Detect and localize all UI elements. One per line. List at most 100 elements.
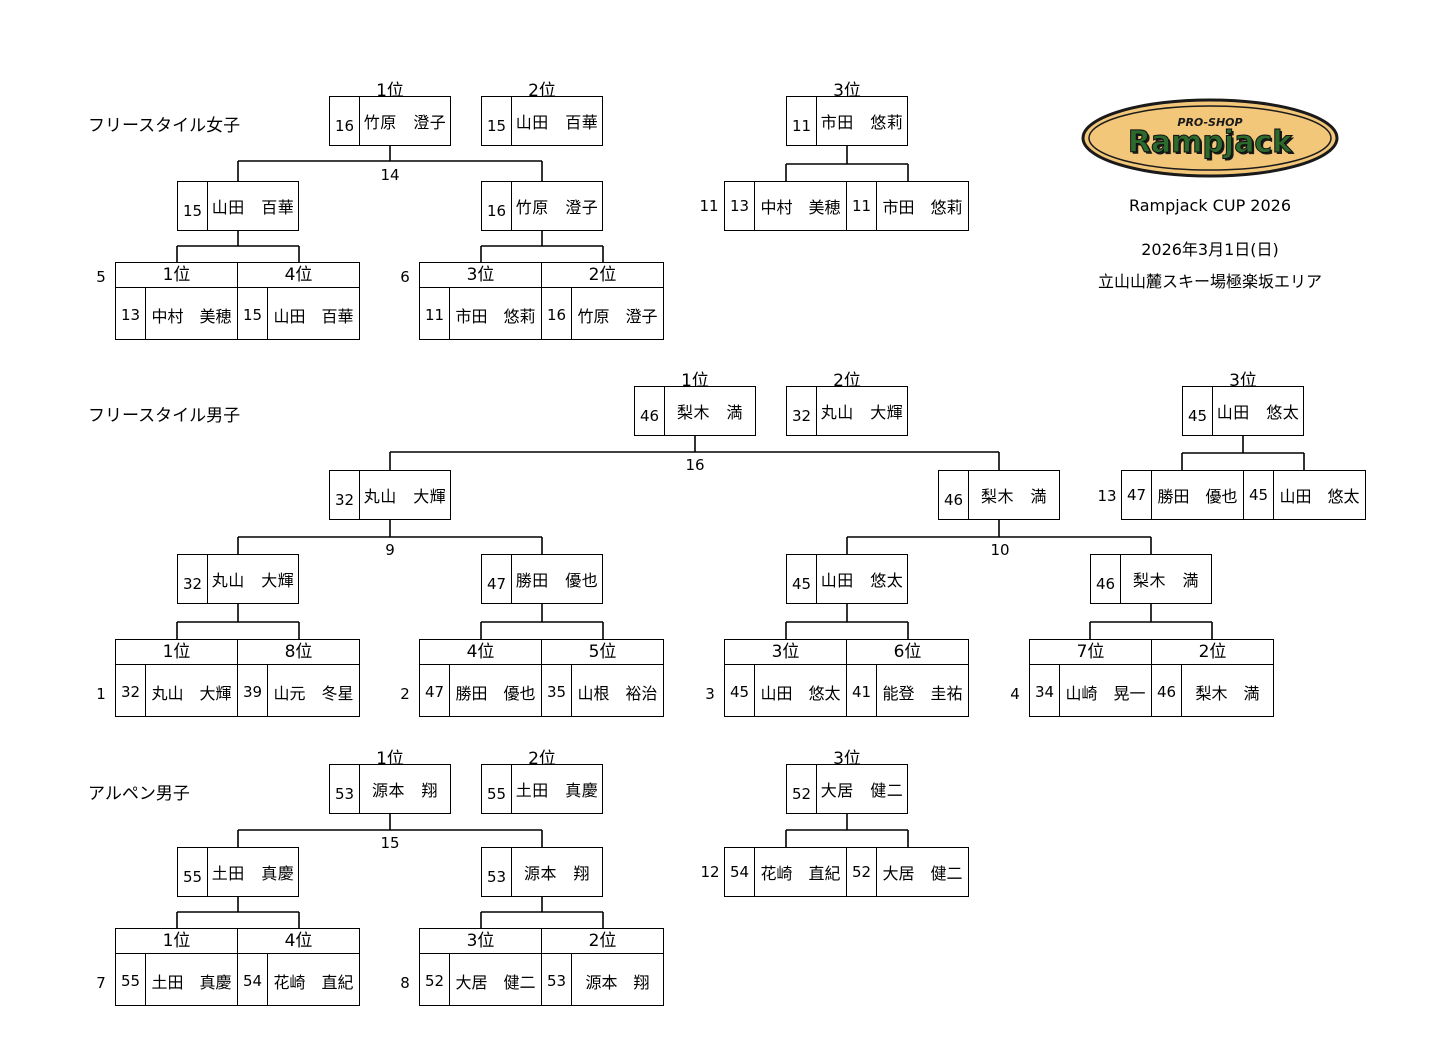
- seed: 46: [635, 387, 665, 435]
- seed: 47: [482, 555, 512, 603]
- match-number: 10: [990, 541, 1010, 559]
- rank-label: 2位: [1198, 642, 1227, 662]
- rank-label: 4位: [284, 931, 313, 951]
- athlete-name: 山田 百華: [515, 113, 599, 132]
- match-number: 15: [380, 834, 400, 852]
- logo-small-text: PRO-SHOP: [1177, 116, 1242, 129]
- semifinal-slot: 55 土田 真慶: [177, 847, 299, 897]
- quarterfinal-slot: 47 勝田 優也: [481, 554, 603, 604]
- podium-1st: 16 竹原 澄子: [329, 96, 451, 146]
- seed: 55: [116, 953, 146, 1005]
- athlete-name: 大居 健二: [455, 973, 536, 992]
- semifinal-slot: 32 丸山 大輝: [329, 470, 451, 520]
- seed: 45: [787, 555, 817, 603]
- athlete-name: 山田 百華: [273, 307, 354, 326]
- heat-number: 2: [400, 685, 410, 703]
- athlete-name: 竹原 澄子: [577, 307, 658, 326]
- athlete-name: 大居 健二: [882, 864, 963, 883]
- seed: 52: [420, 953, 450, 1005]
- match-number: 14: [380, 166, 400, 184]
- seed: 47: [420, 664, 450, 716]
- seed: 46: [939, 471, 969, 519]
- seed: 41: [847, 664, 877, 716]
- heat-number: 4: [1010, 685, 1020, 703]
- athlete-name: 能登 圭祐: [882, 684, 963, 703]
- rank-label: 3位: [725, 640, 847, 664]
- rank-label: 4位: [420, 640, 542, 664]
- rank-label: 4位: [284, 265, 313, 285]
- seed: 53: [542, 953, 572, 1005]
- podium-2nd: 32 丸山 大輝: [786, 386, 908, 436]
- podium-2nd: 55 土田 真慶: [481, 764, 603, 814]
- rampjack-logo: PRO-SHOP Rampjack Rampjack: [1081, 98, 1339, 178]
- logo-shadow-text: Rampjack: [1130, 127, 1295, 162]
- event-date: 2026年3月1日(日): [1141, 240, 1279, 259]
- rank-label: 3位: [420, 263, 542, 287]
- athlete-name: 丸山 大輝: [820, 403, 904, 422]
- quarterfinal-slot: 32 丸山 大輝: [177, 554, 299, 604]
- athlete-name: 花崎 直紀: [273, 973, 354, 992]
- seed: 11: [787, 97, 817, 145]
- athlete-name: 山田 悠太: [760, 684, 841, 703]
- athlete-name: 市田 悠莉: [882, 198, 963, 217]
- rank-label: 5位: [588, 642, 617, 662]
- quarterfinal-slot: 46 梨木 満: [1090, 554, 1212, 604]
- seed: 16: [482, 182, 512, 230]
- seed: 15: [482, 97, 512, 145]
- seed: 52: [787, 765, 817, 813]
- heat-number: 7: [96, 974, 106, 992]
- logo-main-text: Rampjack: [1128, 125, 1293, 160]
- seed: 13: [116, 287, 146, 339]
- athlete-name: 丸山 大輝: [363, 487, 447, 506]
- seed: 53: [330, 765, 360, 813]
- seed: 55: [482, 765, 512, 813]
- podium-3rd: 52 大居 健二: [786, 764, 908, 814]
- athlete-name: 丸山 大輝: [151, 684, 232, 703]
- match-number: 13: [1097, 487, 1117, 505]
- podium-3rd: 11 市田 悠莉: [786, 96, 908, 146]
- athlete-name: 源本 翔: [523, 864, 590, 883]
- event-venue: 立山山麓スキー場極楽坂エリア: [1097, 272, 1322, 291]
- rank-label: 2位: [588, 265, 617, 285]
- seed: 16: [330, 97, 360, 145]
- rank-label: 1位: [116, 263, 238, 287]
- seed: 32: [787, 387, 817, 435]
- seed: 54: [238, 953, 268, 1005]
- athlete-name: 勝田 優也: [1157, 487, 1238, 506]
- seed: 52: [847, 848, 877, 896]
- section-title-alpine-men: アルペン男子: [88, 784, 190, 804]
- athlete-name: 山田 百華: [211, 198, 295, 217]
- heat-number: 8: [400, 974, 410, 992]
- seed: 13: [725, 182, 755, 230]
- seed: 35: [542, 664, 572, 716]
- seed: 54: [725, 848, 755, 896]
- athlete-name: 山根 裕治: [577, 684, 658, 703]
- seed: 45: [725, 664, 755, 716]
- athlete-name: 山元 冬星: [273, 684, 354, 703]
- semifinal-slot: 53 源本 翔: [481, 847, 603, 897]
- athlete-name: 梨木 満: [1132, 571, 1199, 590]
- seed: 11: [847, 182, 877, 230]
- semifinal-slot: 15 山田 百華: [177, 181, 299, 231]
- podium-1st: 46 梨木 満: [634, 386, 756, 436]
- athlete-name: 市田 悠莉: [820, 113, 904, 132]
- rank-label: 1位: [116, 929, 238, 953]
- seed: 45: [1244, 471, 1274, 519]
- athlete-name: 梨木 満: [676, 403, 743, 422]
- athlete-name: 山田 悠太: [1279, 487, 1360, 506]
- seed: 15: [178, 182, 208, 230]
- athlete-name: 山田 悠太: [820, 571, 904, 590]
- athlete-name: 竹原 澄子: [515, 198, 599, 217]
- semifinal-slot: 16 竹原 澄子: [481, 181, 603, 231]
- rank-label: 8位: [284, 642, 313, 662]
- heat-number: 6: [400, 268, 410, 286]
- section-title-freestyle-men: フリースタイル男子: [88, 406, 241, 426]
- quarterfinal-slot: 45 山田 悠太: [786, 554, 908, 604]
